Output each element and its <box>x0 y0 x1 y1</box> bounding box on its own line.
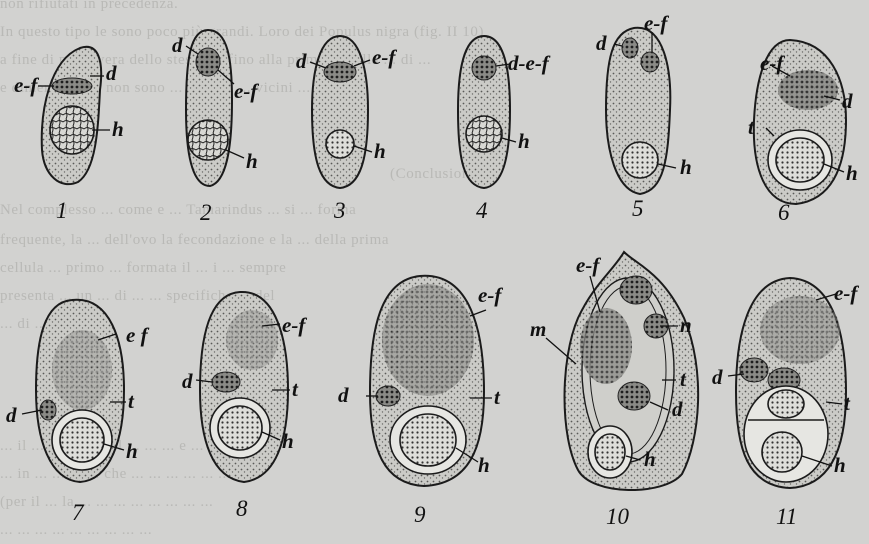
figure-11 <box>728 278 846 488</box>
fig9-label-t: t <box>494 385 501 409</box>
fig3-label-d: d <box>296 49 307 73</box>
fig10-label-m: m <box>530 317 546 341</box>
fig4-label-h: h <box>518 129 530 153</box>
figure-1 <box>38 47 110 184</box>
fig5-label-d: d <box>596 31 607 55</box>
fig3-number: 3 <box>333 198 346 223</box>
figure-7 <box>22 300 126 482</box>
figure-2 <box>186 30 244 186</box>
figure-10 <box>546 252 698 490</box>
fig7-label-d: d <box>6 403 17 427</box>
fig3-label-h: h <box>374 139 386 163</box>
fig4-number: 4 <box>476 198 488 223</box>
fig7-label-t: t <box>128 389 135 413</box>
fig10-number: 10 <box>606 504 630 529</box>
fig11-label-t: t <box>844 391 851 415</box>
figure-9 <box>366 276 492 486</box>
fig9-label-h: h <box>478 453 490 477</box>
fig10-label-h: h <box>644 447 656 471</box>
fig10-label-d: d <box>672 397 683 421</box>
fig9-number: 9 <box>414 502 426 527</box>
fig8-label-ef: e-f <box>282 313 307 337</box>
figure-plate: e-f d h 1 d e-f h 2 d e-f h 3 d-e-f h 4 <box>0 0 869 533</box>
fig5-number: 5 <box>632 196 644 221</box>
fig1-label-d: d <box>106 61 117 85</box>
fig11-number: 11 <box>776 504 797 529</box>
figure-3 <box>310 36 372 188</box>
fig6-label-ef: e-f <box>760 51 785 75</box>
fig10-label-ef: e-f <box>576 253 601 277</box>
fig2-number: 2 <box>200 200 212 225</box>
fig1-label-h: h <box>112 117 124 141</box>
fig8-label-d: d <box>182 369 193 393</box>
figure-5 <box>606 28 676 194</box>
fig10-label-n: n <box>680 313 692 337</box>
fig6-number: 6 <box>778 200 790 225</box>
fig2-label-ef: e-f <box>234 79 259 103</box>
fig5-label-h: h <box>680 155 692 179</box>
fig7-number: 7 <box>72 500 85 525</box>
fig8-number: 8 <box>236 496 248 521</box>
fig9-label-d: d <box>338 383 349 407</box>
fig9-label-ef: e-f <box>478 283 503 307</box>
fig4-label-def: d-e-f <box>508 51 551 75</box>
fig3-label-ef: e-f <box>372 45 397 69</box>
fig11-label-h: h <box>834 453 846 477</box>
fig5-label-ef: e-f <box>644 11 669 35</box>
fig2-label-d: d <box>172 33 183 57</box>
fig11-label-ef: e-f <box>834 281 859 305</box>
fig1-number: 1 <box>56 198 68 223</box>
fig2-label-h: h <box>246 149 258 173</box>
figure-8 <box>196 292 290 482</box>
fig1-label-ef: e-f <box>14 73 39 97</box>
fig8-label-t: t <box>292 377 299 401</box>
fig6-label-d: d <box>842 89 853 113</box>
fig6-label-h: h <box>846 161 858 185</box>
fig7-label-h: h <box>126 439 138 463</box>
fig11-label-d: d <box>712 365 723 389</box>
fig8-label-h: h <box>282 429 294 453</box>
fig7-label-ef: e f <box>126 323 150 347</box>
